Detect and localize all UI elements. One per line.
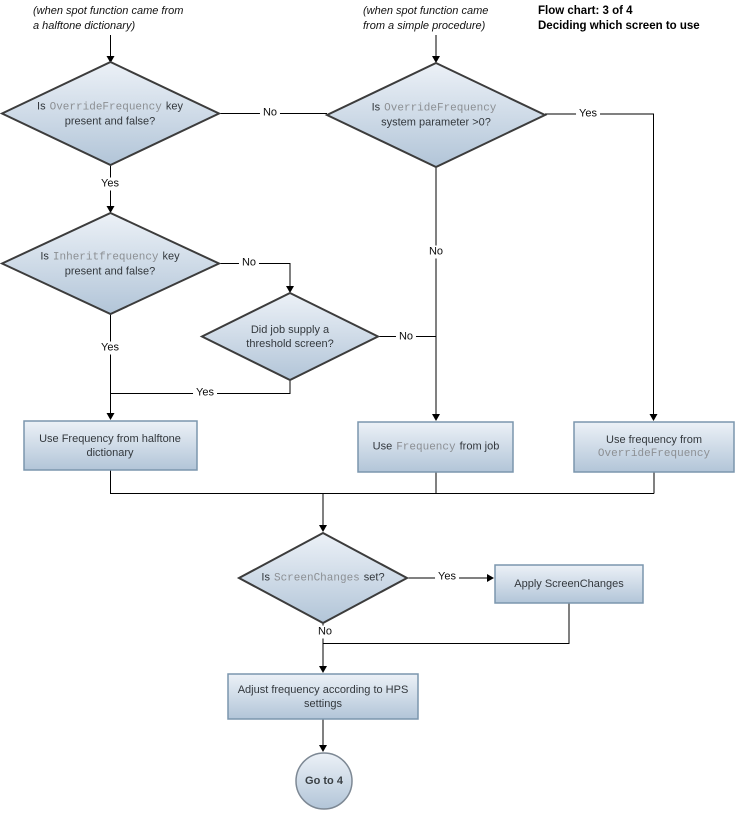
arrow-into-b3 xyxy=(649,414,658,421)
d3-code: Inheritfrequency xyxy=(52,251,159,264)
decision-screenchanges-diamond xyxy=(236,531,410,625)
b5-line2: settings xyxy=(304,698,342,710)
d3-pre: Is xyxy=(40,250,49,263)
d5-pre: Is xyxy=(261,571,270,584)
decision-overridefrequency-param-diamond xyxy=(324,61,548,169)
d1-line2: present and false? xyxy=(64,115,156,128)
b4-text: Apply ScreenChanges xyxy=(514,578,624,590)
d1-code: OverrideFrequency xyxy=(49,101,162,114)
note-simple-procedure: (when spot function came from a simple p… xyxy=(363,4,488,34)
d1-pre: Is xyxy=(37,100,46,113)
d2-line2: system parameter >0? xyxy=(381,116,491,129)
d2-pre: Is xyxy=(371,101,381,114)
d1-post: key xyxy=(165,100,183,113)
decision-threshold-screen-label: Did job supply a threshold screen? xyxy=(246,323,333,351)
arrow-into-d3 xyxy=(106,206,115,213)
process-use-job-frequency-box xyxy=(357,421,514,473)
end-text: Go to 4 xyxy=(305,775,343,787)
decision-overridefrequency-key-diamond xyxy=(0,60,222,167)
arrow-into-b5 xyxy=(319,666,327,673)
edge-label-d1-yes: Yes xyxy=(98,177,122,191)
decision-shapes xyxy=(0,60,548,625)
b2-post: from job xyxy=(459,440,500,453)
arrow-into-d2 xyxy=(432,56,440,63)
d4-line2: threshold screen? xyxy=(246,338,334,350)
process-use-halftone-frequency-label: Use Frequency from halftone dictionary xyxy=(39,432,181,460)
process-apply-screenchanges-box xyxy=(494,564,644,604)
note-halftone-dictionary: (when spot function came from a halftone… xyxy=(33,4,183,34)
b1-line2: dictionary xyxy=(86,447,134,459)
process-use-halftone-frequency-box xyxy=(23,420,198,471)
edge-b4-join xyxy=(323,603,570,644)
arrowheads xyxy=(106,56,658,752)
edge-label-d4-yes: Yes xyxy=(193,386,217,400)
d5-post: set? xyxy=(363,571,385,584)
arrow-into-b4 xyxy=(487,574,494,582)
arrow-into-b2 xyxy=(432,414,440,421)
arrow-into-end xyxy=(319,745,327,752)
edge-label-d2-no: No xyxy=(425,245,447,259)
edge-label-d3-yes: Yes xyxy=(98,341,122,355)
arrow-into-d5 xyxy=(319,525,327,532)
note-procedure-line1: (when spot function came xyxy=(363,5,489,17)
arrow-into-d4 xyxy=(286,286,294,293)
edge-label-d5-no: No xyxy=(314,625,336,639)
edge-d4-yes-join xyxy=(110,379,291,394)
d4-line1: Did job supply a xyxy=(250,324,330,336)
edge-label-d4-no: No xyxy=(395,330,417,344)
note-procedure-line2: from a simple procedure) xyxy=(363,20,486,32)
b2-pre: Use xyxy=(372,440,393,453)
note-halftone-line1: (when spot function came from xyxy=(33,5,184,17)
process-apply-screenchanges-label: Apply ScreenChanges xyxy=(514,577,623,591)
edge-label-d2-yes: Yes xyxy=(576,107,600,121)
b2-code: Frequency xyxy=(396,441,456,454)
edge-join-bar xyxy=(110,470,654,494)
chart-title-line2: Deciding which screen to use xyxy=(538,20,700,32)
process-adjust-hps-label: Adjust frequency according to HPS settin… xyxy=(238,683,409,711)
arrow-into-b1 xyxy=(106,413,115,420)
b5-line1: Adjust frequency according to HPS xyxy=(237,684,409,696)
b3-code: OverrideFrequency xyxy=(597,448,711,460)
process-use-overridefrequency-label: Use frequency from OverrideFrequency xyxy=(598,433,710,461)
decision-threshold-screen-diamond xyxy=(199,291,381,382)
process-use-overridefrequency-box xyxy=(573,421,735,473)
process-shapes xyxy=(23,420,735,720)
edge-label-d1-no: No xyxy=(259,106,281,120)
edge-label-d5-yes: Yes xyxy=(435,570,459,584)
chart-title-line1: Flow chart: 3 of 4 xyxy=(538,5,633,17)
d3-post: key xyxy=(162,250,180,263)
d2-code: OverrideFrequency xyxy=(384,102,497,115)
arrow-into-d1 xyxy=(106,56,115,63)
process-adjust-hps-box xyxy=(227,673,419,720)
b3-line1: Use frequency from xyxy=(606,434,702,446)
d5-code: ScreenChanges xyxy=(273,572,360,585)
chart-title: Flow chart: 3 of 4 Deciding which screen… xyxy=(538,4,700,34)
terminator-goto4-circle xyxy=(295,752,353,810)
edge-d2-yes-b3 xyxy=(545,113,654,414)
d3-line2: present and false? xyxy=(64,265,156,278)
terminator-goto4-label: Go to 4 xyxy=(305,774,343,788)
b1-line1: Use Frequency from halftone xyxy=(39,433,181,445)
note-halftone-line2: a halftone dictionary) xyxy=(33,20,136,32)
decision-inheritfrequency-key-diamond xyxy=(0,211,222,316)
edge-label-d3-no: No xyxy=(238,256,260,270)
